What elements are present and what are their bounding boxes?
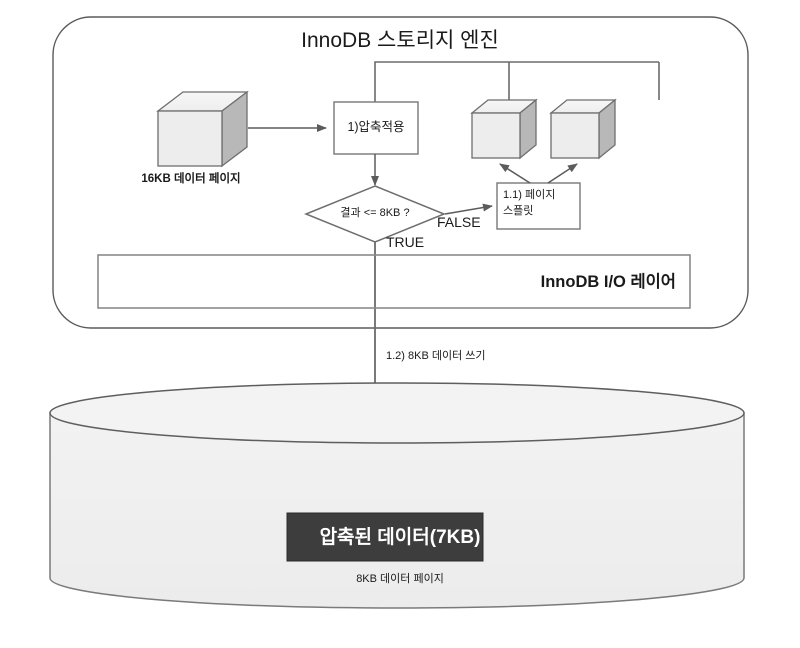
write-arrow-label: 1.2) 8KB 데이터 쓰기 — [386, 350, 486, 362]
storage-page-caption: 8KB 데이터 페이지 — [356, 573, 444, 585]
cube-16kb-data-page — [156, 90, 249, 168]
innodb-io-layer-box — [97, 254, 691, 309]
decision-label: 결과 <= 8KB ? — [340, 207, 410, 219]
compress-apply-box — [333, 101, 419, 155]
io-layer-label: InnoDB I/O 레이어 — [540, 273, 676, 291]
compressed-data-box — [286, 512, 484, 562]
compress-apply-label: 1)압축적용 — [347, 120, 405, 134]
diagram-title: InnoDB 스토리지 엔진 — [301, 29, 499, 52]
source-page-caption: 16KB 데이터 페이지 — [141, 173, 241, 185]
compressed-data-label: 압축된 데이터(7KB) — [319, 527, 481, 548]
branch-false-label: FALSE — [437, 214, 481, 230]
page-split-box — [496, 182, 581, 230]
arrow-split-to-cube-right — [547, 163, 578, 184]
storage-cylinder — [49, 382, 745, 609]
compress-to-cubes-connector — [374, 61, 660, 102]
cube-split-right — [549, 98, 617, 160]
cube-split-left — [470, 98, 538, 160]
branch-true-label: TRUE — [386, 234, 425, 250]
arrow-false-to-page-split — [444, 203, 493, 215]
arrow-split-to-cube-left — [499, 163, 531, 184]
page-split-label-line2: 스플릿 — [503, 205, 534, 217]
page-split-label-line1: 1.1) 페이지 — [503, 189, 556, 201]
